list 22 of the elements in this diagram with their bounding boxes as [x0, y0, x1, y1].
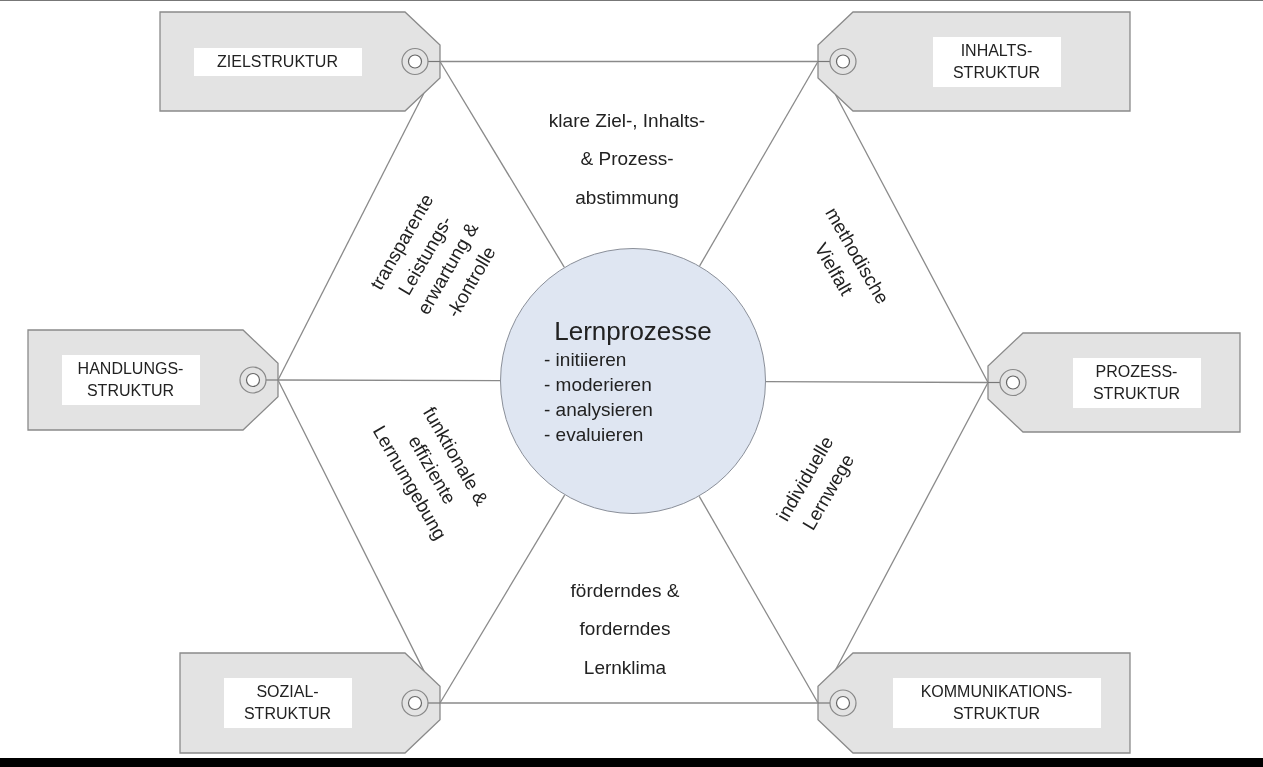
tag-shape — [988, 333, 1240, 432]
tag-label: HANDLUNGS- STRUKTUR — [61, 355, 200, 405]
tag-shape — [160, 12, 440, 111]
list-item: - evaluieren — [544, 423, 644, 447]
connector-line — [765, 380, 989, 384]
tag-label: SOZIAL- STRUKTUR — [223, 678, 352, 728]
tag-shape — [818, 12, 1130, 111]
connector-line — [699, 60, 819, 267]
list-item: - initiieren — [544, 348, 627, 372]
circle-title: Lernprozesse — [554, 315, 712, 347]
list-item: - moderieren — [544, 373, 652, 397]
tag-shape — [818, 653, 1130, 753]
sector-label: klare Ziel-, Inhalts- & Prozess- abstimmung — [547, 108, 707, 211]
tag-label: INHALTS- STRUKTUR — [932, 36, 1061, 87]
tag-label: KOMMUNIKATIONS- STRUKTUR — [892, 678, 1101, 728]
sector-label: förderndes & forderndes Lernklima — [569, 578, 681, 681]
tag-shape — [180, 653, 440, 753]
tag-shape — [28, 330, 278, 430]
list-item: - analysieren — [544, 398, 653, 422]
connector-line — [698, 495, 819, 704]
tag-label: PROZESS- STRUKTUR — [1072, 357, 1201, 408]
tag-label: ZIELSTRUKTUR — [193, 47, 362, 76]
